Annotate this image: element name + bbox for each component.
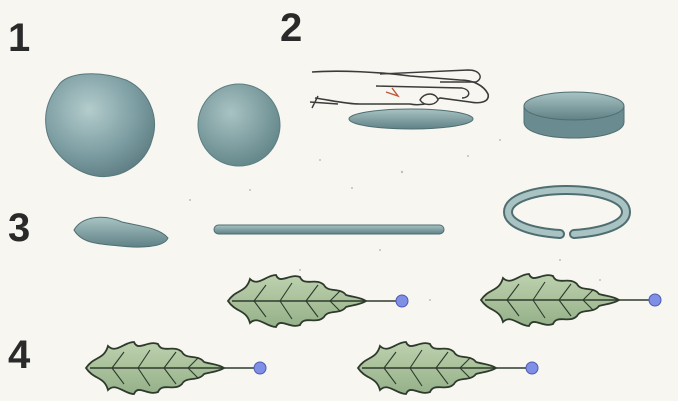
clay-rod-icon [214,225,444,234]
clay-ball-icon [198,84,280,166]
hand-pressing-icon [310,70,488,129]
clay-ring-icon [508,190,626,234]
oak-leaf-icon [481,274,661,326]
oak-leaf-icon [358,342,538,394]
oak-leaf-icon [86,342,266,394]
clay-disc-icon [524,92,624,138]
clay-sausage-icon [74,217,168,247]
clay-lump-icon [46,74,155,177]
oak-leaf-icon [228,275,408,327]
